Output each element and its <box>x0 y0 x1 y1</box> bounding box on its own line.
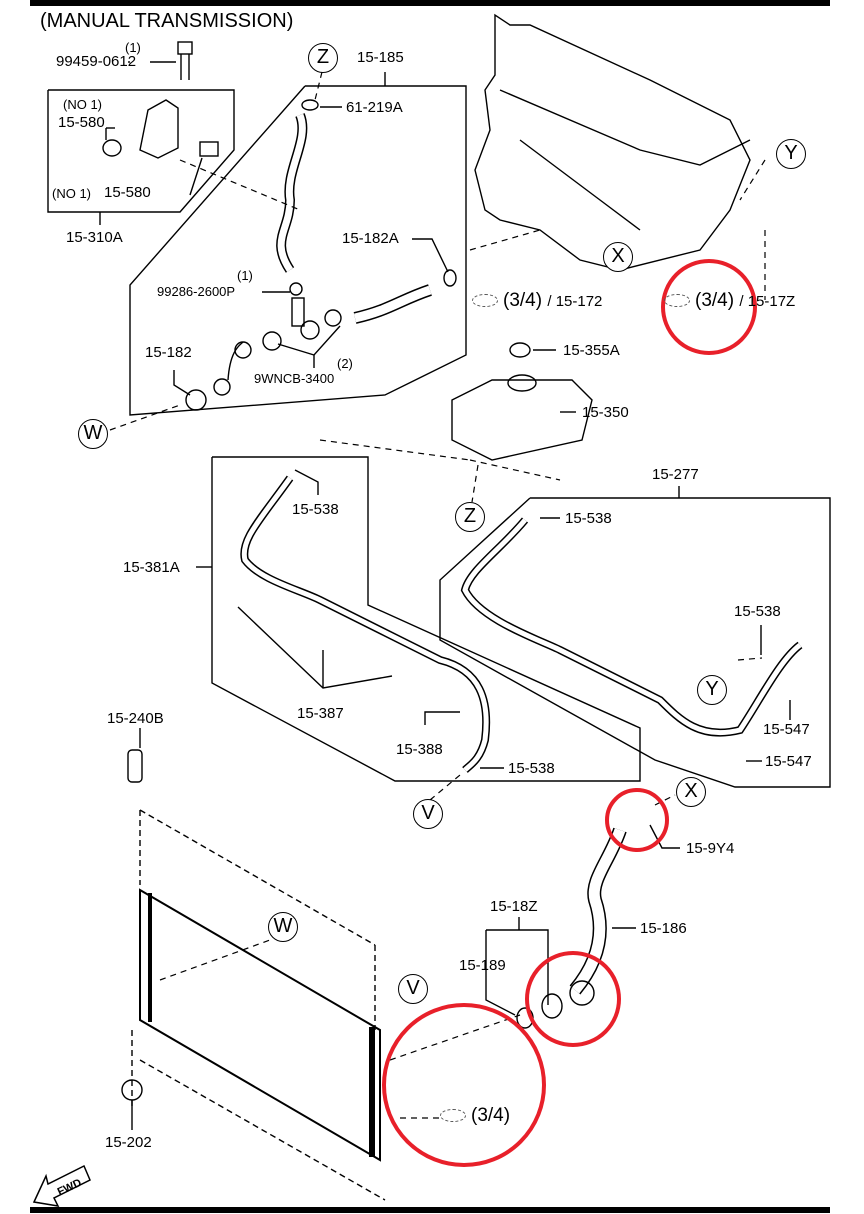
page-reference-icon <box>664 294 690 308</box>
callout-y-mid: Y <box>697 675 727 705</box>
label-cap: 15-355A <box>563 342 620 359</box>
radiator-shape <box>139 888 381 1162</box>
label-hose-182a: 15-182A <box>342 230 399 247</box>
bolt-shape <box>177 41 193 55</box>
label-clip-387: 15-387 <box>297 705 344 722</box>
label-clip-388: 15-388 <box>396 741 443 758</box>
callout-v-radiator: V <box>398 974 428 1004</box>
label-clamp-538-right-top: 15-538 <box>565 510 612 527</box>
label-clamp-pair: 9WNCB-3400 <box>254 371 335 386</box>
label-clip-547-a: 15-547 <box>763 721 810 738</box>
bolt-qty: (1) <box>125 40 141 55</box>
hose-277-box <box>439 497 831 788</box>
callout-w-left: W <box>78 419 108 449</box>
page-reference-icon <box>472 294 498 308</box>
reference-172-page: (3/4) <box>503 290 543 311</box>
callout-v-mid: V <box>413 799 443 829</box>
label-grommet-240b: 15-240B <box>107 710 164 727</box>
bracket-clip-b-note: (NO 1) <box>52 186 91 201</box>
highlight-clamp-9y4 <box>605 788 669 852</box>
forward-arrow-icon: FWD <box>32 1164 91 1207</box>
reservoir-shape <box>451 379 593 461</box>
page-reference-icon <box>440 1109 466 1123</box>
reference-172-number: / 15-172 <box>547 293 603 310</box>
label-hose-182: 15-182 <box>145 344 192 361</box>
engine-outline <box>474 13 751 271</box>
label-hose-186: 15-186 <box>640 920 687 937</box>
label-clamp-538-left-top: 15-538 <box>292 501 339 518</box>
label-clamp-top: 61-219A <box>346 99 403 116</box>
highlight-ref-17z <box>661 259 757 355</box>
callout-y-top: Y <box>776 139 806 169</box>
clip-small-qty: (1) <box>237 268 253 283</box>
reference-17z-page: (3/4) <box>695 290 735 311</box>
label-bracket-clip-a: 15-580 <box>58 114 105 131</box>
callout-z-top: Z <box>308 43 338 73</box>
hose-277 <box>460 517 803 737</box>
highlight-radiator-ref <box>382 1003 546 1167</box>
reference-radiator[interactable]: (3/4) <box>440 1106 510 1126</box>
label-bracket-clip-b: 15-580 <box>104 184 151 201</box>
bracket-clip-a-note: (NO 1) <box>63 97 102 112</box>
label-clamp-9y4: 15-9Y4 <box>686 840 735 857</box>
label-clamp-538-right-mid: 15-538 <box>734 603 781 620</box>
label-clip-547-b: 15-547 <box>765 753 812 770</box>
label-reservoir: 15-350 <box>582 404 629 421</box>
clamp-pair-qty: (2) <box>337 356 353 371</box>
label-hose-group: 15-185 <box>357 49 404 66</box>
label-hose-group-277: 15-277 <box>652 466 699 483</box>
reference-radiator-page: (3/4) <box>471 1105 511 1126</box>
callout-z-mid: Z <box>455 502 485 532</box>
label-hose-group-18z: 15-18Z <box>490 898 538 915</box>
callout-x-top: X <box>603 242 633 272</box>
diagram-title: (MANUAL TRANSMISSION) <box>40 10 294 32</box>
callout-x-bottom: X <box>676 777 706 807</box>
reference-172[interactable]: (3/4) / 15-172 <box>472 291 602 312</box>
label-clamp-538-left-bottom: 15-538 <box>508 760 555 777</box>
reference-17z[interactable]: (3/4) / 15-17Z <box>664 291 795 312</box>
hose-381a-box <box>211 456 641 782</box>
reference-17z-number: / 15-17Z <box>739 293 796 310</box>
label-mount-202: 15-202 <box>105 1134 152 1151</box>
label-clip-small: 99286-2600P <box>157 284 236 299</box>
callout-w-radiator: W <box>268 912 298 942</box>
label-hose-189: 15-189 <box>459 957 506 974</box>
bottom-border <box>30 1207 830 1213</box>
top-border <box>30 0 830 6</box>
highlight-hose-connector <box>525 951 621 1047</box>
label-hose-381a: 15-381A <box>123 559 180 576</box>
highlight-marks <box>382 259 757 1167</box>
label-bracket-group: 15-310A <box>66 229 123 246</box>
bracket-group-box <box>47 89 235 213</box>
label-bolt: 99459-0612 <box>56 53 137 70</box>
hose-group-box <box>129 85 467 416</box>
bracket-shape <box>139 99 179 159</box>
